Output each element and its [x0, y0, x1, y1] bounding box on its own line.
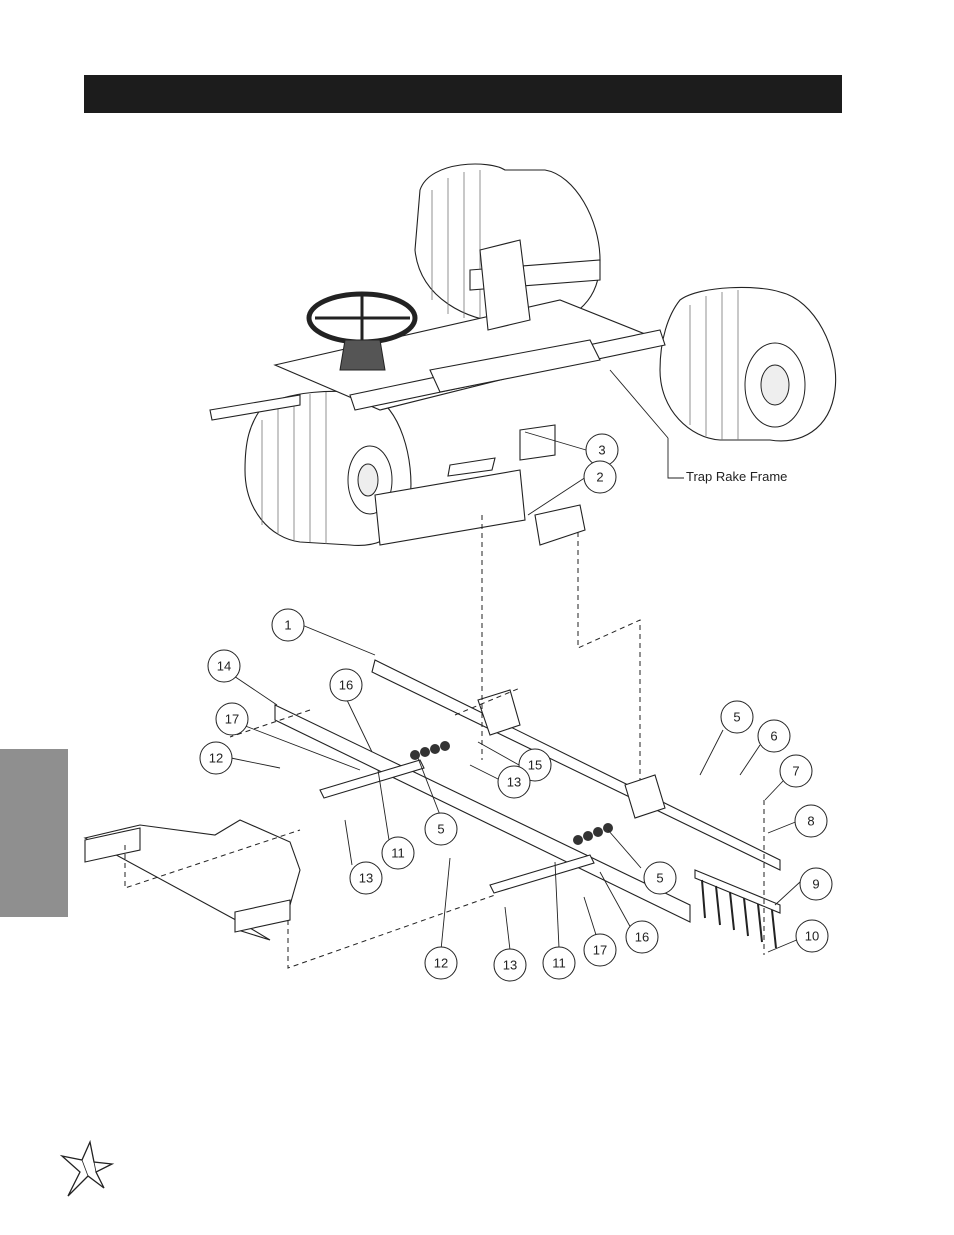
steering-wheel — [306, 291, 418, 371]
star-logo-icon — [59, 1139, 115, 1197]
callout-14: 14 — [207, 649, 241, 683]
callout-13c: 13 — [493, 948, 527, 982]
callout-5a: 5 — [424, 812, 458, 846]
callout-6: 6 — [757, 719, 791, 753]
callout-13b-label: 13 — [359, 871, 373, 886]
callout-12b: 12 — [424, 946, 458, 980]
callout-7: 7 — [779, 754, 813, 788]
callout-7-label: 7 — [792, 764, 799, 779]
header-bar — [84, 75, 842, 113]
callout-13a-label: 13 — [507, 775, 521, 790]
rake-assembly — [83, 659, 781, 949]
callout-11a-label: 11 — [391, 846, 405, 861]
callout-16b-label: 16 — [635, 930, 649, 945]
callout-13b: 13 — [349, 861, 383, 895]
frame-label: Trap Rake Frame — [686, 469, 787, 484]
callout-17b: 17 — [583, 933, 617, 967]
callout-1-label: 1 — [284, 618, 291, 633]
hitch-tube-right — [234, 899, 291, 933]
callout-17b-label: 17 — [593, 943, 607, 958]
callout-5c-label: 5 — [656, 871, 663, 886]
callout-17a-label: 17 — [225, 712, 239, 727]
callout-10-label: 10 — [805, 929, 819, 944]
callout-12a-label: 12 — [209, 751, 223, 766]
callout-2: 2 — [583, 460, 617, 494]
main-frame — [209, 239, 666, 546]
washer-stack-upper — [410, 741, 450, 760]
callout-2-label: 2 — [596, 470, 603, 485]
callout-5b: 5 — [720, 700, 754, 734]
side-tab — [0, 749, 68, 917]
scraper-blade — [274, 704, 691, 923]
callout-5c: 5 — [643, 861, 677, 895]
callout-9: 9 — [799, 867, 833, 901]
callout-15-label: 15 — [528, 758, 542, 773]
callout-16a: 16 — [329, 668, 363, 702]
callout-6-label: 6 — [770, 729, 777, 744]
callout-11b: 11 — [542, 946, 576, 980]
callout-8-label: 8 — [807, 814, 814, 829]
callout-8: 8 — [794, 804, 828, 838]
callout-12b-label: 12 — [434, 956, 448, 971]
callout-11b-label: 11 — [552, 956, 566, 971]
callout-17a: 17 — [215, 702, 249, 736]
arm-left — [319, 759, 425, 799]
rake-tines — [694, 869, 781, 949]
callout-14-label: 14 — [217, 659, 231, 674]
callout-12a: 12 — [199, 741, 233, 775]
hitch-tube-left — [84, 827, 141, 863]
wheel-front-left — [244, 390, 412, 546]
callout-9-label: 9 — [812, 877, 819, 892]
callout-13a: 13 — [497, 765, 531, 799]
alignment-lines — [124, 515, 765, 969]
wheel-rear-right — [659, 286, 837, 442]
callout-10: 10 — [795, 919, 829, 953]
callout-16a-label: 16 — [339, 678, 353, 693]
callout-11a: 11 — [381, 836, 415, 870]
pivot-mount-right — [624, 774, 666, 819]
arm-right — [489, 854, 595, 894]
callout-1: 1 — [271, 608, 305, 642]
washer-stack-lower — [573, 823, 613, 845]
callout-16b: 16 — [625, 920, 659, 954]
callout-13c-label: 13 — [503, 958, 517, 973]
callout-5b-label: 5 — [733, 710, 740, 725]
leader-lines — [224, 369, 801, 953]
machine-illustration — [209, 163, 837, 546]
callout-5a-label: 5 — [437, 822, 444, 837]
callout-3-label: 3 — [598, 443, 605, 458]
